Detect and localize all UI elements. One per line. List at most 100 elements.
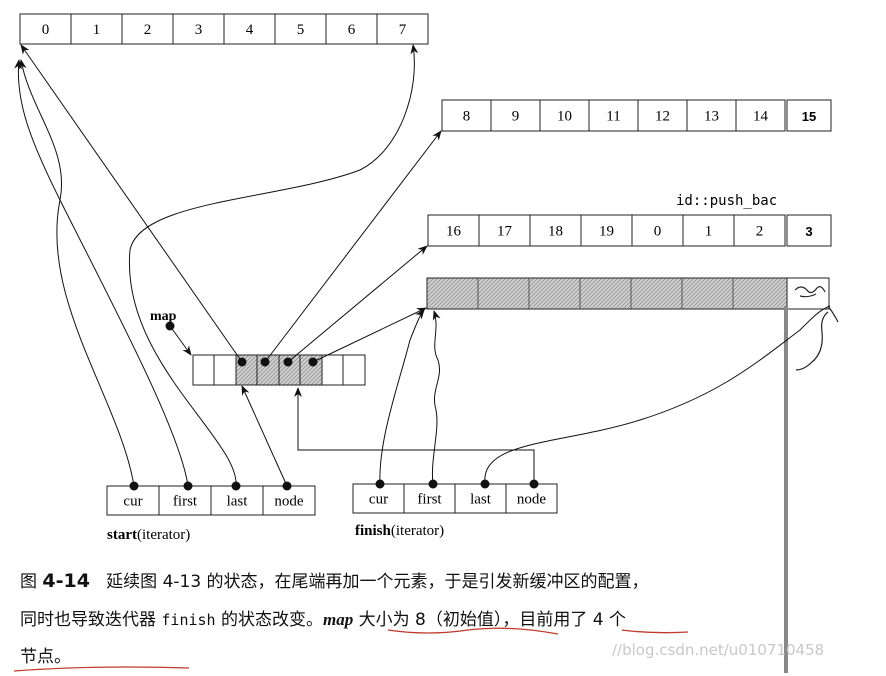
buffer-a-cell-label: 4: [246, 22, 254, 38]
buffer-b-cell-label: 10: [557, 109, 572, 125]
buffer-b-cell-label: 13: [704, 109, 719, 125]
start-field-cell: [158, 485, 212, 516]
buffer-a-cell-label: 1: [93, 22, 101, 38]
buffer-c-cell-label: 16: [446, 224, 462, 240]
finish-field-cell-label: node: [517, 492, 547, 508]
buffer-a-cell-label: 3: [195, 22, 203, 38]
start-first-pointer: [14, 59, 189, 487]
finish-field-cell-label: first: [417, 492, 442, 508]
buffer-a-cell: [223, 13, 276, 45]
caption-line-1: 图 4-14 延续图 4-13 的状态，在尾端再加一个元素，于是引发新缓冲区的配…: [20, 563, 880, 601]
buffer-b-cell-label: 8: [463, 109, 471, 125]
start-cur-pointer: [18, 59, 135, 487]
push-back-label: id::push_bac: [676, 193, 777, 209]
finish-last-pointer: [484, 305, 831, 485]
buffer-b: 8 9 10 11 12 13 14: [441, 99, 786, 132]
buffer-c-cell-label: 2: [756, 224, 764, 240]
underline-current: [621, 629, 689, 634]
caption-fig-number: 4-14: [42, 570, 90, 592]
caption-line3: 节点。: [20, 647, 71, 667]
buffer-b-cell: [490, 99, 541, 132]
buffer-b-cell-label: 11: [606, 109, 620, 125]
buffer-b-extra-cell: [786, 99, 832, 132]
buffer-a-cell: [376, 13, 429, 45]
buffer-b-extra-label: 15: [802, 109, 816, 124]
caption-line-2: 同时也导致迭代器 finish 的状态改变。map 大小为 8（初始值），目前用…: [20, 601, 880, 639]
buffer-c-cell: [427, 214, 480, 247]
start-field-cell: [262, 485, 316, 516]
finish-node-pointer: [294, 387, 535, 484]
start-label-bold: start: [107, 527, 137, 543]
caption-line2-map: map: [323, 610, 354, 629]
caption-line2-code: finish: [161, 611, 216, 629]
start-field-cell: [106, 485, 160, 516]
buffer-a: 0 1 2 3 4 5 6 7: [19, 13, 429, 45]
start-last-pointer: [128, 44, 419, 487]
buffer-a-cell: [19, 13, 72, 45]
underline-map: [387, 627, 559, 635]
map-node-pointer-4: [312, 307, 427, 363]
buffer-c-cell-label: 19: [599, 224, 614, 240]
start-label-rest: (iterator): [137, 527, 190, 543]
buffer-a-cell-label: 6: [348, 22, 356, 38]
handwritten-mark: [795, 305, 839, 371]
buffer-c-cell: [733, 214, 786, 247]
finish-first-pointer: [431, 310, 441, 485]
buffer-b-cell-label: 9: [512, 109, 520, 125]
caption-line2-b: 的状态改变。: [221, 610, 323, 630]
buffer-b-cell: [539, 99, 590, 132]
map-node-pointer-3: [287, 245, 428, 363]
buffer-c-cell: [529, 214, 582, 247]
buffer-c-cell-label: 17: [497, 224, 513, 240]
buffer-b-cell: [735, 99, 786, 132]
map-node-pointer-1: [20, 44, 243, 363]
buffer-c-cell-label: 0: [654, 224, 662, 240]
start-iterator-label: start(iterator): [107, 527, 190, 543]
caption-line-3: 节点。: [20, 639, 880, 676]
start-field-cell-label: first: [173, 494, 198, 510]
caption-fig-prefix: 图: [20, 572, 37, 592]
finish-iterator-box: cur first last node: [352, 483, 558, 514]
watermark: //blog.csdn.net/u010710458: [612, 641, 825, 659]
finish-field-cell-label: last: [470, 492, 492, 508]
map-array: [192, 354, 366, 386]
map-label: map: [150, 309, 177, 324]
buffer-b-cell-label: 12: [655, 109, 670, 125]
caption-line2-c: 大小为 8（初始值），目前用了 4 个: [358, 610, 626, 630]
buffer-a-cell-label: 7: [399, 22, 407, 38]
buffer-a-cell: [325, 13, 378, 45]
buffer-c-extra-cell: [786, 214, 832, 247]
figure-caption: 图 4-14 延续图 4-13 的状态，在尾端再加一个元素，于是引发新缓冲区的配…: [20, 563, 880, 676]
finish-field-cell-label: cur: [369, 492, 388, 508]
buffer-a-cell-label: 5: [297, 22, 305, 38]
buffer-a-cell-label: 2: [144, 22, 152, 38]
buffer-c-extra-label: 3: [805, 224, 812, 239]
finish-cur-pointer: [379, 309, 425, 485]
buffer-c-cell: [682, 214, 735, 247]
buffer-d: [426, 277, 830, 310]
start-field-cell: [210, 485, 264, 516]
finish-iterator-label: finish(iterator): [355, 523, 444, 539]
map-pointer: [169, 325, 192, 356]
start-field-cell-label: cur: [123, 494, 142, 510]
buffer-c-cell-label: 1: [705, 224, 713, 240]
start-field-cell-label: last: [227, 494, 249, 510]
buffer-c-cell: [580, 214, 633, 247]
start-node-pointer: [241, 385, 288, 487]
finish-label-rest: (iterator): [391, 523, 444, 539]
buffer-a-cell-label: 0: [42, 22, 50, 38]
map-node-pointer-2: [264, 130, 442, 363]
buffer-c: 16 17 18 19 0 1 2: [427, 214, 786, 247]
finish-field-cell: [505, 483, 558, 514]
buffer-a-cell: [274, 13, 327, 45]
caption-line1-text: 延续图 4-13 的状态，在尾端再加一个元素，于是引发新缓冲区的配置，: [106, 572, 649, 592]
buffer-b-cell: [637, 99, 688, 132]
underline-node: [13, 666, 190, 672]
buffer-b-cell-label: 14: [753, 109, 769, 125]
buffer-a-cell: [70, 13, 123, 45]
finish-label-bold: finish: [355, 523, 392, 539]
buffer-c-cell: [478, 214, 531, 247]
buffer-c-cell-label: 18: [548, 224, 563, 240]
